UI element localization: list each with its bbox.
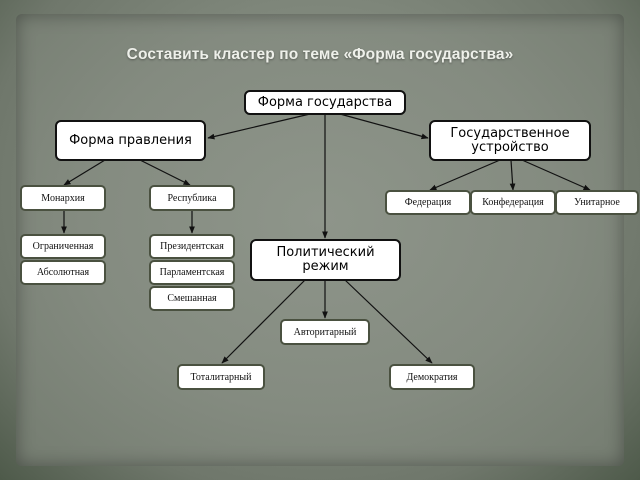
- node-confederation: Конфедерация: [470, 190, 556, 215]
- node-form-of-government: Форма правления: [55, 120, 206, 161]
- node-republic: Республика: [149, 185, 235, 211]
- arrow-government-to-monarchy: [63, 159, 106, 186]
- node-monarchy-limited: Ограниченная: [20, 234, 106, 259]
- arrow-government-to-republic: [139, 159, 191, 186]
- node-monarchy: Монархия: [20, 185, 106, 211]
- node-political-regime: Политический режим: [250, 239, 401, 281]
- arrow-root-to-government: [207, 113, 311, 140]
- arrow-root-to-structure: [339, 113, 429, 140]
- node-state-structure: Государственное устройство: [429, 120, 591, 161]
- arrow-structure-to-federation: [429, 159, 501, 191]
- arrow-regime-to-totalitarian: [221, 279, 306, 364]
- node-republic-mixed: Смешанная: [149, 286, 235, 311]
- arrow-structure-to-confederation: [509, 159, 516, 191]
- arrow-structure-to-unitary: [521, 159, 591, 191]
- node-unitary: Унитарное: [555, 190, 639, 215]
- slide-title: Составить кластер по теме «Форма государ…: [126, 46, 514, 63]
- node-republic-parliamentary: Парламентская: [149, 260, 235, 285]
- node-federation: Федерация: [385, 190, 471, 215]
- arrow-regime-to-democracy: [344, 279, 433, 364]
- node-democracy: Демократия: [389, 364, 475, 390]
- node-form-of-state: Форма государства: [244, 90, 406, 115]
- node-monarchy-absolute: Абсолютная: [20, 260, 106, 285]
- node-authoritarian: Авторитарный: [280, 319, 370, 345]
- node-republic-presidential: Президентская: [149, 234, 235, 259]
- node-totalitarian: Тоталитарный: [177, 364, 265, 390]
